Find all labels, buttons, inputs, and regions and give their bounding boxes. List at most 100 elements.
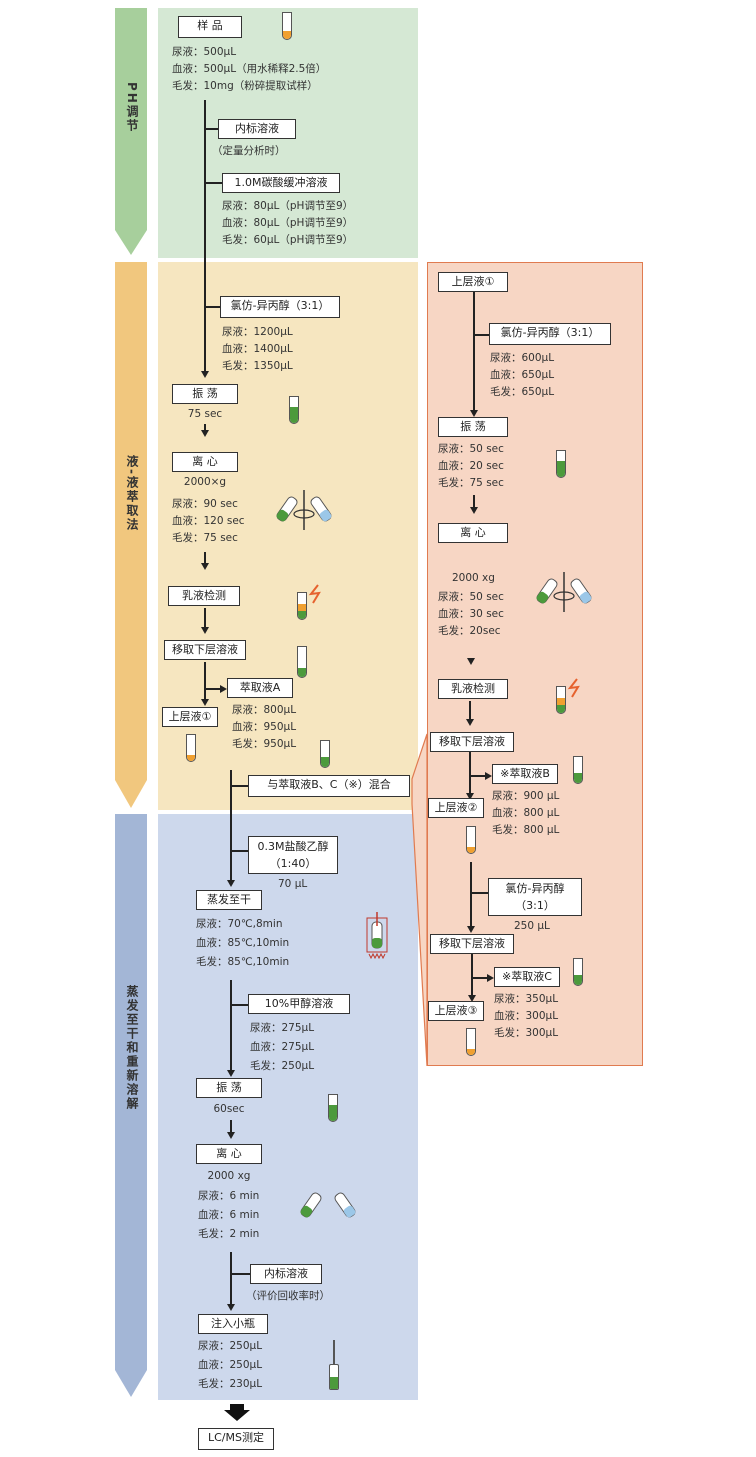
centrifuge3-hair: 毛发：2 min [198, 1228, 260, 1240]
emulsion-tube-icon-2 [556, 686, 566, 714]
shake3-time: 60sec [213, 1103, 245, 1115]
pipette-tube-icon-1 [297, 646, 307, 678]
shake2-blood: 血液：20 sec [438, 460, 504, 472]
shake1-time: 75 sec [187, 408, 223, 420]
stage-label-lle: 液-液萃取法 [125, 455, 139, 532]
istd2-note: （评价回收率时） [246, 1290, 330, 1302]
sample-box: 样 品 [178, 16, 242, 38]
shaker-icon-3 [328, 1094, 338, 1122]
take-lower2-box: 移取下层溶液 [430, 732, 514, 752]
extract-a-blood: 血液：950μL [232, 721, 297, 733]
buffer-blood: 血液：80μL（pH调节至9） [222, 217, 354, 229]
extract-a-box: 萃取液A [227, 678, 293, 698]
extract-c-blood: 血液：300μL [494, 1010, 559, 1022]
istd1-box: 内标溶液 [218, 119, 296, 139]
centrifuge2-g: 2000 xg [452, 572, 495, 584]
hcl-ratio: （1:40） [269, 857, 317, 870]
centrifuge3-blood: 血液：6 min [198, 1209, 260, 1221]
centrifuge-icon-1 [276, 490, 332, 530]
shake3-box: 振 荡 [196, 1078, 262, 1098]
upper1-box: 上层液① [162, 707, 218, 727]
extract-b-blood: 血液：800 μL [492, 807, 560, 819]
sample-blood: 血液：500μL（用水稀释2.5倍） [172, 63, 327, 75]
shake2-hair: 毛发：75 sec [438, 477, 504, 489]
take-lower1-box: 移取下层溶液 [164, 640, 246, 660]
methanol-hair: 毛发：250μL [250, 1060, 315, 1072]
chloroform2-blood: 血液：650μL [490, 369, 555, 381]
centrifuge1-box: 离 心 [172, 452, 238, 472]
centrifuge3-g: 2000 xg [207, 1170, 251, 1182]
centrifuge2-box: 离 心 [438, 523, 508, 543]
mix-box: 与萃取液B、C（※）混合 [248, 775, 410, 797]
chloroform3-ratio: （3:1） [515, 899, 555, 912]
upper2-box: 上层液② [428, 798, 484, 818]
flow-line-evap-1 [230, 814, 232, 882]
extract-c-tube-icon [573, 958, 583, 986]
chloroform3-label: 氯仿-异丙醇 [505, 882, 565, 895]
final-arrow-icon [224, 1404, 250, 1421]
centrifuge3-urine: 尿液：6 min [198, 1190, 260, 1202]
hcl-label: 0.3M盐酸乙醇 [257, 840, 329, 853]
extract-c-urine: 尿液：350μL [494, 993, 559, 1005]
sample-hair: 毛发：10mg（粉碎提取试样） [172, 80, 318, 92]
take-lower3-box: 移取下层溶液 [430, 934, 514, 954]
emulsion-tube-icon-1 [297, 592, 307, 620]
shake2-box: 振 荡 [438, 417, 508, 437]
extract-b-hair: 毛发：800 μL [492, 824, 560, 836]
centrifuge1-g: 2000×g [183, 476, 227, 488]
sample-urine: 尿液：500μL [172, 46, 237, 58]
buffer-box: 1.0M碳酸缓冲溶液 [222, 173, 340, 193]
extract-a-hair: 毛发：950μL [232, 738, 297, 750]
centrifuge3-box: 离 心 [196, 1144, 262, 1164]
extract-b-tube-icon [573, 756, 583, 784]
stage-arrow-ph [115, 8, 147, 255]
chloroform1-hair: 毛发：1350μL [222, 360, 293, 372]
upper3-tube-icon [466, 1028, 476, 1056]
buffer-hair: 毛发：60μL（pH调节至9） [222, 234, 354, 246]
side-upper1-box: 上层液① [438, 272, 508, 292]
chloroform3-volume: 250 μL [514, 920, 550, 932]
upper2-tube-icon [466, 826, 476, 854]
extract-c-box: ※萃取液C [494, 967, 560, 987]
shake1-box: 振 荡 [172, 384, 238, 404]
evaporate-urine: 尿液：70℃,8min [196, 918, 283, 930]
centrifuge1-blood: 血液：120 sec [172, 515, 245, 527]
centrifuge1-hair: 毛发：75 sec [172, 532, 238, 544]
centrifuge-icon-2 [536, 572, 592, 612]
extract-b-box: ※萃取液B [492, 764, 558, 784]
hcl-box: 0.3M盐酸乙醇 （1:40） [248, 836, 338, 874]
lightning-icon-2 [567, 678, 580, 698]
hcl-volume: 70 μL [278, 878, 308, 890]
centrifuge2-hair: 毛发：20sec [438, 625, 501, 637]
chloroform3-box: 氯仿-异丙醇 （3:1） [488, 878, 582, 916]
methanol-urine: 尿液：275μL [250, 1022, 315, 1034]
istd1-note: （定量分析时） [212, 145, 286, 157]
upper1-tube-icon [186, 734, 196, 762]
stage-label-ph: PH调节 [125, 82, 139, 133]
vial-icon [329, 1364, 339, 1390]
chloroform2-box: 氯仿-异丙醇（3:1） [489, 323, 611, 345]
emulsion2-box: 乳液检测 [438, 679, 508, 699]
lightning-icon-1 [308, 584, 321, 604]
buffer-urine: 尿液：80μL（pH调节至9） [222, 200, 354, 212]
extract-b-urine: 尿液：900 μL [492, 790, 560, 802]
heater-icon [366, 912, 388, 960]
centrifuge1-urine: 尿液：90 sec [172, 498, 238, 510]
extract-a-urine: 尿液：800μL [232, 704, 297, 716]
inject-box: 注入小瓶 [198, 1314, 268, 1334]
extract-c-hair: 毛发：300μL [494, 1027, 559, 1039]
emulsion1-box: 乳液检测 [168, 586, 240, 606]
inject-hair: 毛发：230μL [198, 1378, 263, 1390]
sample-tube-icon [282, 12, 292, 40]
istd2-box: 内标溶液 [250, 1264, 322, 1284]
flow-line-lle-1 [204, 262, 206, 372]
stage-label-evap: 蒸发至干和重新溶解 [125, 985, 139, 1111]
flow-line-ph [204, 100, 206, 262]
shake2-urine: 尿液：50 sec [438, 443, 504, 455]
extract-a-tube-icon [320, 740, 330, 768]
chloroform1-urine: 尿液：1200μL [222, 326, 293, 338]
inject-blood: 血液：250μL [198, 1359, 263, 1371]
evaporate-box: 蒸发至干 [196, 890, 262, 910]
evaporate-blood: 血液：85℃,10min [196, 937, 290, 949]
